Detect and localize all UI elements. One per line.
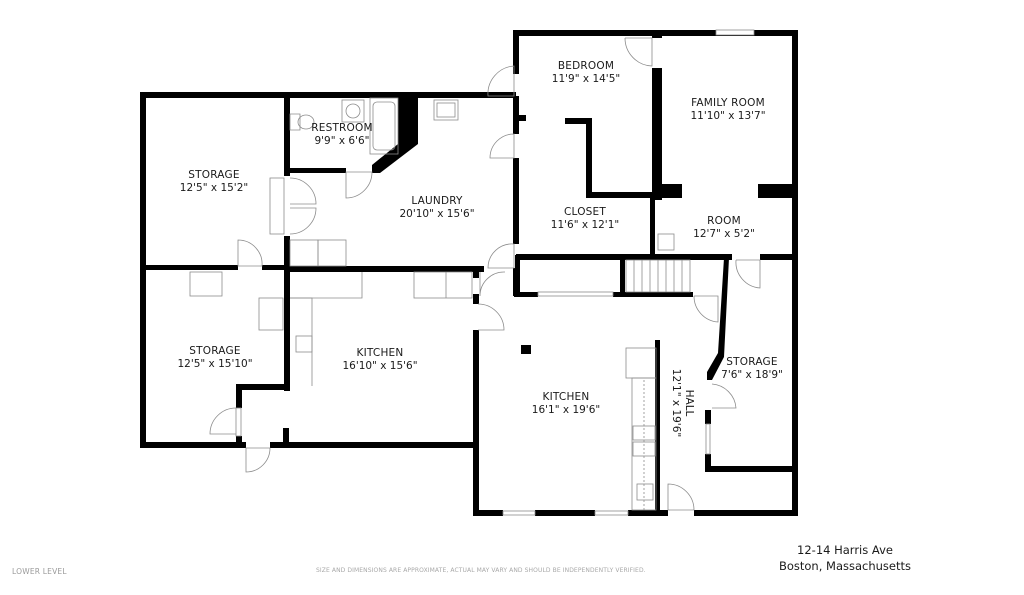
room-dimensions: 12'7" x 5'2" — [693, 228, 755, 240]
room-dimensions: 16'1" x 19'6" — [531, 404, 601, 416]
room-name: BEDROOM — [557, 60, 615, 72]
room-name: STORAGE — [188, 169, 240, 181]
room-dimensions: 9'9" x 6'6" — [314, 135, 370, 147]
room-label-closet: CLOSET 11'6" x 12'1" — [551, 206, 619, 232]
room-label-kitchen-1: KITCHEN 16'10" x 15'6" — [342, 347, 417, 373]
disclaimer: SIZE AND DIMENSIONS ARE APPROXIMATE, ACT… — [316, 567, 646, 574]
level-label: LOWER LEVEL — [12, 567, 67, 576]
room-name: KITCHEN — [542, 391, 590, 403]
room-label-storage-1: STORAGE 12'5" x 15'2" — [180, 169, 248, 195]
room-label-family-room: FAMILY ROOM 11'10" x 13'7" — [690, 97, 765, 123]
room-label-room: ROOM 12'7" x 5'2" — [693, 215, 755, 241]
room-dimensions: 20'10" x 15'6" — [399, 208, 475, 220]
fixtures — [189, 97, 675, 511]
room-name: FAMILY ROOM — [691, 97, 765, 109]
room-dimensions: 11'9" x 14'5" — [551, 73, 621, 85]
room-name: KITCHEN — [356, 347, 404, 359]
room-dimensions: 7'6" x 18'9" — [721, 369, 783, 381]
walls — [140, 30, 798, 516]
room-dimensions: 12'1" x 19'6" — [670, 368, 682, 438]
stairs — [625, 259, 691, 293]
room-label-storage-2: STORAGE 12'5" x 15'10" — [177, 345, 252, 371]
room-name: HALL — [683, 389, 695, 417]
room-name: CLOSET — [564, 206, 606, 218]
room-label-bedroom: BEDROOM 11'9" x 14'5" — [552, 60, 620, 86]
room-dimensions: 12'5" x 15'2" — [179, 182, 249, 194]
room-dimensions: 12'5" x 15'10" — [177, 358, 253, 370]
room-dimensions: 11'6" x 12'1" — [550, 219, 620, 231]
room-label-laundry: LAUNDRY 20'10" x 15'6" — [399, 195, 474, 221]
doors — [209, 37, 761, 511]
room-name: STORAGE — [189, 345, 241, 357]
address: 12-14 Harris Ave Boston, Massachusetts — [770, 542, 920, 574]
room-dimensions: 16'10" x 15'6" — [342, 360, 418, 372]
room-name: STORAGE — [726, 356, 778, 368]
room-name: ROOM — [707, 215, 741, 227]
address-line-1: 12-14 Harris Ave — [797, 543, 893, 557]
room-name: LAUNDRY — [411, 195, 463, 207]
room-label-hall: HALL 12'1" x 19'6" — [669, 369, 695, 437]
room-label-kitchen-2: KITCHEN 16'1" x 19'6" — [532, 391, 600, 417]
room-name: RESTROOM — [311, 122, 373, 134]
windows — [502, 29, 755, 516]
room-label-storage-3: STORAGE 7'6" x 18'9" — [721, 356, 783, 382]
room-dimensions: 11'10" x 13'7" — [690, 110, 766, 122]
address-line-2: Boston, Massachusetts — [778, 559, 912, 573]
room-label-restroom: RESTROOM 9'9" x 6'6" — [311, 122, 373, 148]
